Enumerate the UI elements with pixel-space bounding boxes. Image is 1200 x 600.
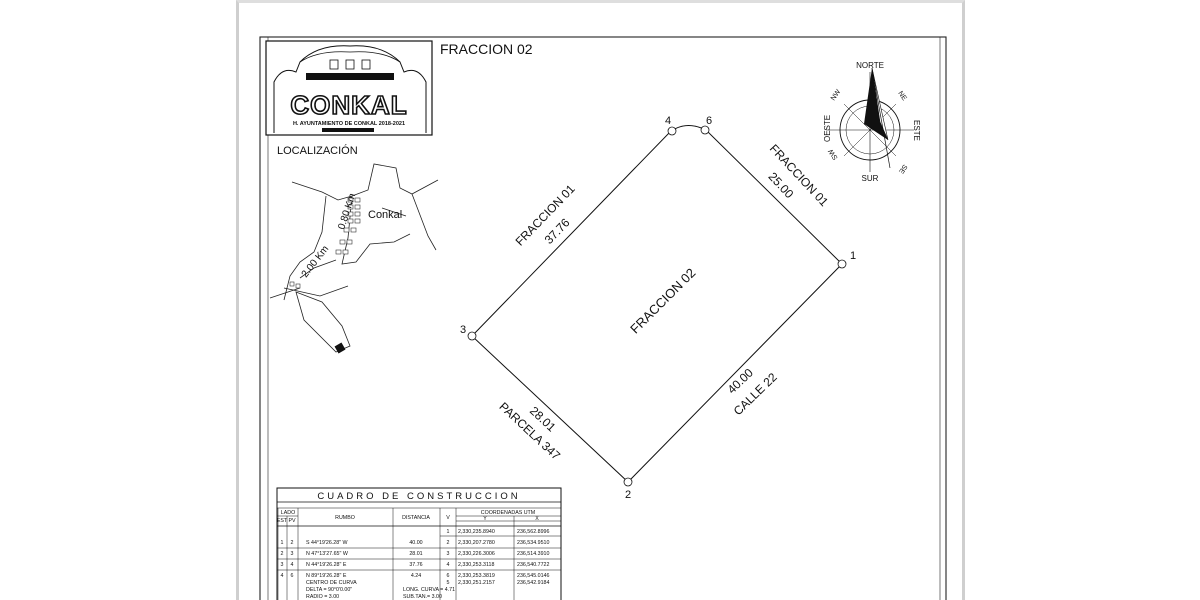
cell-v: 4 (447, 562, 450, 568)
th-coords: COORDENADAS UTM (481, 510, 535, 516)
th-distancia: DISTANCIA (402, 515, 430, 521)
cell-x: 236,540.7722 (517, 562, 549, 568)
location-label: LOCALIZACIÓN (277, 144, 358, 157)
table-title: CUADRO DE CONSTRUCCION (317, 491, 520, 502)
cell-pv: 3 (291, 551, 294, 557)
th-x: X (535, 516, 539, 522)
cell-pv: 6 (291, 573, 294, 579)
cell-v2: 5 (447, 580, 450, 586)
cell-v1: 6 (447, 573, 450, 579)
cell-radio: RADIO = 3.00 (306, 594, 339, 600)
vertex-4: 4 (665, 115, 671, 127)
north-arrow-compass (826, 67, 914, 172)
town-label: Conkal (368, 209, 402, 221)
vertex-3: 3 (460, 324, 466, 336)
table-curve-row: 4 6 N 89°19'26.28" E CENTRO DE CURVA DEL… (281, 573, 550, 600)
parcel-label: FRACCION 02 (627, 265, 698, 336)
cell-distancia: 4.24 (411, 573, 421, 579)
construction-table (276, 487, 562, 600)
compass-nw: NW (830, 88, 843, 102)
sheet-title: FRACCION 02 (440, 41, 533, 57)
cell-long-curva: LONG. CURVA = 4.71 (403, 587, 455, 593)
first-point-v: 1 (447, 529, 450, 535)
cell-x1: 236,545.0146 (517, 573, 549, 579)
cell-rumbo: N 89°19'26.28" E (306, 573, 347, 579)
cell-est: 1 (281, 540, 284, 546)
cell-x: 236,534.9510 (517, 540, 549, 546)
cell-x2: 236,542.9184 (517, 580, 549, 586)
cell-y: 2,330,226.3006 (458, 551, 495, 557)
cell-rumbo: S 44°19'26.28" W (306, 540, 348, 546)
table-row: 1 2 S 44°19'26.28" W 40.00 2 2,330,207.2… (281, 540, 550, 546)
compass-south: SUR (862, 174, 879, 183)
compass-sw: SW (827, 147, 839, 161)
cell-y: 2,330,253.3118 (458, 562, 494, 568)
compass-se: SE (897, 163, 908, 175)
edge-sw-name: PARCELA 347 (496, 399, 563, 463)
compass-east: ESTE (912, 120, 921, 141)
table-row: 2 3 N 47°13'27.65" W 28.01 3 2,330,226.3… (281, 551, 550, 557)
th-v: V (446, 515, 450, 521)
map-blocks (289, 197, 361, 289)
vertex-2: 2 (625, 489, 631, 501)
cell-delta: DELTA = 90°0'0.00" (306, 587, 352, 593)
cell-x: 236,514.3910 (517, 551, 549, 557)
logo-text: CONKAL (290, 90, 407, 120)
th-y: Y (483, 516, 487, 522)
cell-distancia: 37.76 (409, 562, 422, 568)
drawing-frame (259, 36, 947, 600)
th-pv: PV (288, 518, 296, 524)
th-est: EST (277, 518, 288, 524)
site-marker (334, 342, 346, 354)
cell-est: 2 (281, 551, 284, 557)
vertex-6: 6 (706, 115, 712, 127)
cell-pv: 4 (291, 562, 294, 568)
cell-centro: CENTRO DE CURVA (306, 580, 357, 586)
municipal-logo: CONKAL H. AYUNTAMIENTO DE CONKAL 2018-20… (265, 40, 433, 136)
logo-caption: H. AYUNTAMIENTO DE CONKAL 2018-2021 (293, 121, 405, 127)
cell-y: 2,330,207.2780 (458, 540, 495, 546)
location-map (269, 163, 439, 353)
th-lado: LADO (281, 510, 295, 516)
cell-y1: 2,330,253.3819 (458, 573, 495, 579)
cell-pv: 2 (291, 540, 294, 546)
cell-v: 2 (447, 540, 450, 546)
cell-v: 3 (447, 551, 450, 557)
cell-subtan: SUB.TAN.= 3.00 (403, 594, 442, 600)
vertex-markers (467, 125, 847, 487)
table-row: 3 4 N 44°19'26.28" E 37.76 4 2,330,253.3… (281, 562, 550, 568)
compass-west: OESTE (823, 115, 832, 142)
first-point-x: 236,562.8996 (517, 529, 549, 535)
cell-rumbo: N 47°13'27.65" W (306, 551, 348, 557)
vertex-1: 1 (850, 250, 856, 262)
cell-distancia: 40.00 (409, 540, 422, 546)
cell-est: 4 (281, 573, 284, 579)
cell-distancia: 28.01 (409, 551, 422, 557)
cell-y2: 2,330,251.2157 (458, 580, 495, 586)
distance-label-1: 0.80 Km (336, 192, 358, 231)
cell-rumbo: N 44°19'26.28" E (306, 562, 347, 568)
cell-est: 3 (281, 562, 284, 568)
compass-ne: NE (896, 90, 908, 102)
compass-north: NORTE (856, 61, 884, 70)
th-rumbo: RUMBO (335, 515, 355, 521)
first-point-y: 2,330,235.8940 (458, 529, 495, 535)
